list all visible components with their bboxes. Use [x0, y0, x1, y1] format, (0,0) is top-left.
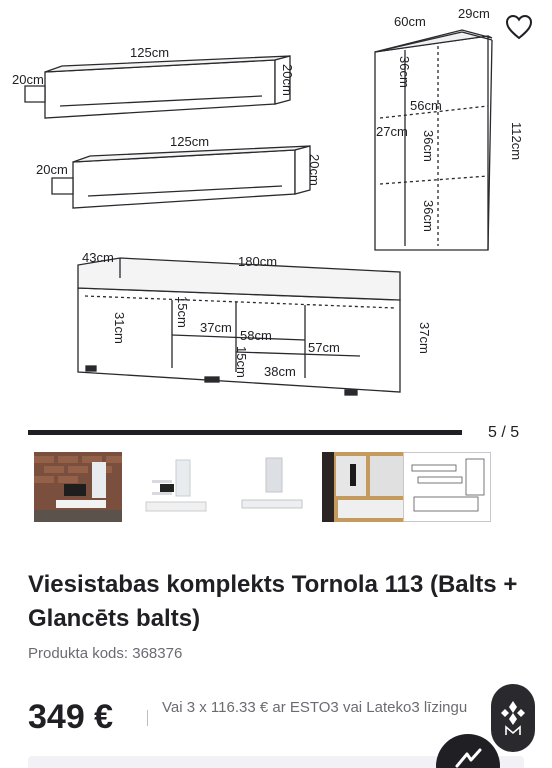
dimension-drawing-thumb: [404, 453, 490, 521]
product-main-image[interactable]: 125cm 20cm 20cm 125cm 20cm 20cm 60cm 29c…: [0, 0, 552, 420]
thumbnail-2[interactable]: [132, 452, 220, 522]
dim-cab-shelf-3: 36cm: [421, 200, 436, 232]
dim-tv-inner-58: 58cm: [240, 328, 272, 343]
heart-icon: [505, 14, 533, 40]
brand-seal-icon: [501, 701, 525, 735]
gallery-progress: [28, 430, 462, 435]
dim-cab-height: 112cm: [509, 122, 524, 160]
product-price: 349 €: [28, 698, 114, 736]
detail-closeup-thumb: [322, 452, 410, 522]
dim-top-height: 20cm: [280, 64, 295, 96]
dim-tv-inner-37: 37cm: [200, 320, 232, 335]
top-shelf-side-left: [24, 85, 46, 103]
room-photo-thumb: [34, 452, 122, 522]
installment-text: Vai 3 x 116.33 € ar ESTO3 vai Lateko3 lī…: [162, 699, 468, 716]
mid-shelf-side: [294, 145, 311, 195]
dim-cab-depth: 29cm: [458, 6, 490, 21]
dim-tv-depth: 43cm: [82, 250, 114, 265]
tv-unit-top: [77, 257, 401, 301]
product-sku: Produkta kods: 368376: [28, 645, 182, 662]
dim-cab-shelf-2: 36cm: [421, 130, 436, 162]
dim-tv-length: 180cm: [238, 254, 277, 269]
dim-cab-width: 60cm: [394, 14, 426, 29]
thumbnail-3[interactable]: [230, 452, 318, 522]
dim-top-depth: 20cm: [12, 72, 44, 87]
dim-tv-drawer-bottom: 15cm: [234, 346, 249, 378]
cabinet-top: [374, 29, 493, 53]
dim-tv-inner-57: 57cm: [308, 340, 340, 355]
dim-mid-depth: 20cm: [36, 162, 68, 177]
gallery-progress-fill: [28, 430, 462, 435]
set-side-thumb: [230, 452, 318, 522]
mid-shelf-side-left: [51, 177, 74, 195]
dimension-drawing: 125cm 20cm 20cm 125cm 20cm 20cm 60cm 29c…: [12, 6, 524, 396]
thumbnail-4[interactable]: [322, 452, 410, 522]
favorite-button[interactable]: [505, 14, 537, 46]
dim-mid-height: 20cm: [307, 154, 322, 186]
top-shelf-side: [274, 55, 291, 105]
chat-icon: [455, 748, 482, 768]
set-front-thumb: [132, 452, 220, 522]
dim-tv-height: 37cm: [417, 322, 432, 354]
dim-top-length: 125cm: [130, 45, 169, 60]
product-title: Viesistabas komplekts Tornola 113 (Balts…: [28, 571, 518, 632]
chat-button[interactable]: [436, 734, 500, 768]
thumbnail-strip: [28, 452, 498, 526]
dim-cab-shelf-1: 36cm: [397, 56, 412, 88]
sku-value: 368376: [132, 645, 183, 662]
dim-mid-length: 125cm: [170, 134, 209, 149]
dim-cab-inner-width: 56cm: [410, 98, 442, 113]
gallery-counter: 5 / 5: [488, 424, 520, 441]
sku-label: Produkta kods:: [28, 645, 129, 662]
dim-cab-inner-depth: 27cm: [376, 124, 408, 139]
add-to-cart-area[interactable]: [28, 756, 524, 768]
dim-tv-inner-height: 31cm: [112, 312, 127, 344]
brand-badge-button[interactable]: [491, 684, 535, 752]
thumbnail-5[interactable]: [403, 452, 491, 522]
price-divider: [147, 710, 148, 726]
thumbnail-1[interactable]: [34, 452, 122, 522]
dim-tv-inner-38: 38cm: [264, 364, 296, 379]
dim-tv-drawer-top: 15cm: [175, 296, 190, 328]
